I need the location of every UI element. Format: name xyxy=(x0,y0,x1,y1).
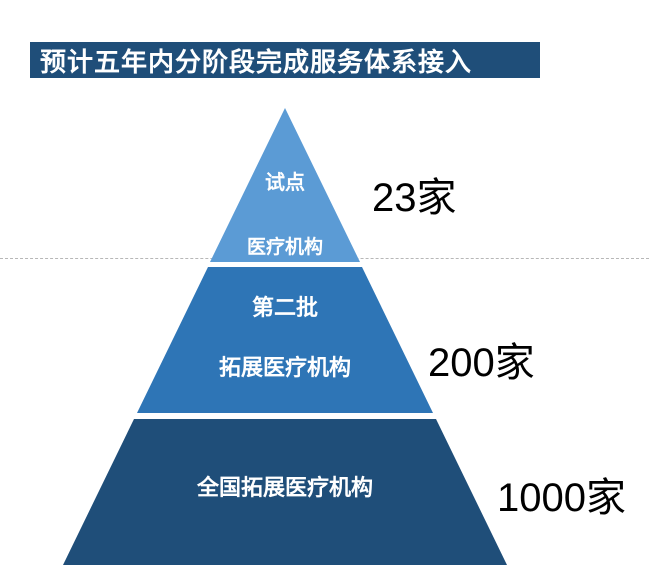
tier-1-label-line-2: 医疗机构 xyxy=(246,237,323,258)
pyramid-tier-3-shape xyxy=(63,419,507,565)
slide-title-bar: 预计五年内分阶段完成服务体系接入 xyxy=(30,42,540,78)
tier-2-label-line-2: 拓展医疗机构 xyxy=(218,355,351,380)
tier-3-label-line-1: 全国拓展医疗机构 xyxy=(196,475,373,500)
tier-1-label-line-1: 试点 xyxy=(265,172,305,194)
tier-2-label-line-1: 第二批 xyxy=(251,295,318,320)
pyramid-chart: 试点 医疗机构 第二批 拓展医疗机构 全国拓展医疗机构 xyxy=(63,108,507,565)
tier-2-value: 200家 xyxy=(428,341,535,385)
tier-3-value: 1000家 xyxy=(497,476,626,520)
tier-1-value: 23家 xyxy=(372,176,457,220)
slide-title-text: 预计五年内分阶段完成服务体系接入 xyxy=(40,46,473,77)
